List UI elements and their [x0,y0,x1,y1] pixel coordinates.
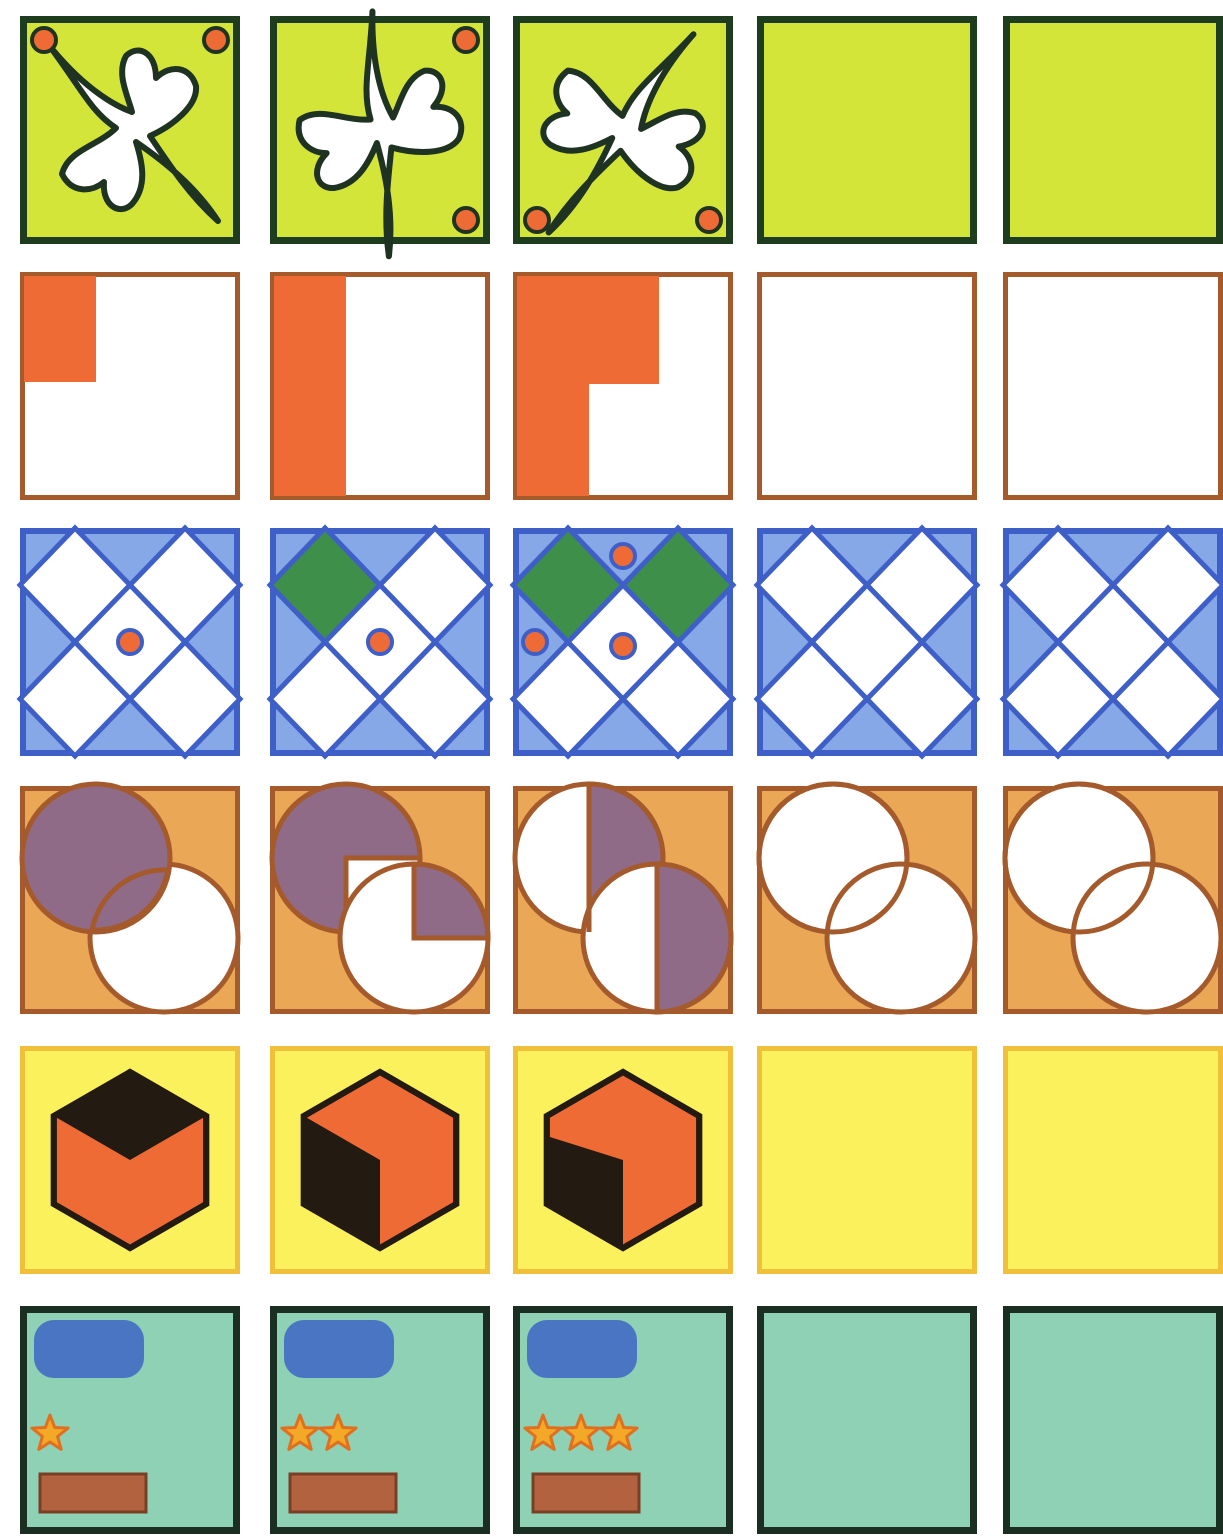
corner-dot-icon [454,208,478,232]
tile-frame [1007,1310,1220,1531]
sequence-tile [513,786,733,1014]
corner-dot-icon [697,208,721,232]
sequence-tile [513,528,733,756]
blue-pill [527,1320,637,1378]
tile-frame [760,275,975,498]
answer-tile[interactable] [757,1046,977,1274]
dot-icon [611,634,635,658]
sequence-tile [20,786,240,1014]
corner-dot-icon [204,28,228,52]
tile-frame [1006,275,1221,498]
sequence-tile [20,272,240,500]
sequence-tile [270,786,490,1014]
answer-tile[interactable] [757,786,977,1014]
tile-frame [761,1310,974,1531]
answer-tile[interactable] [1003,1306,1223,1534]
tile-frame [1007,20,1220,241]
orange-fill [274,276,346,496]
tile-frame [761,20,974,241]
sequence-tile [270,528,490,756]
orange-fill [24,276,96,382]
brown-bar [290,1474,396,1512]
sequence-tile [513,1046,733,1274]
answer-tile[interactable] [757,272,977,500]
answer-tile[interactable] [757,16,977,244]
answer-tile[interactable] [1003,786,1223,1014]
dot-icon [118,630,142,654]
sequence-tile [20,16,240,244]
answer-tile[interactable] [1003,16,1223,244]
dot-icon [523,630,547,654]
sequence-tile [20,528,240,756]
sequence-tile [513,272,733,500]
corner-dot-icon [525,208,549,232]
sequence-tile [270,1306,490,1534]
tile-frame [1006,1049,1221,1272]
answer-tile[interactable] [1003,528,1223,756]
sequence-tile [270,16,490,244]
sequence-tile [513,16,733,244]
answer-tile[interactable] [757,528,977,756]
dot-icon [611,544,635,568]
blue-pill [34,1320,144,1378]
corner-dot-icon [32,28,56,52]
brown-bar [40,1474,146,1512]
blue-pill [284,1320,394,1378]
corner-dot-icon [454,28,478,52]
brown-bar [533,1474,639,1512]
sequence-tile [513,1306,733,1534]
sequence-tile [20,1046,240,1274]
sequence-tile [270,1046,490,1274]
sequence-tile [20,1306,240,1534]
answer-tile[interactable] [757,1306,977,1534]
answer-tile[interactable] [1003,1046,1223,1274]
sequence-tile [270,272,490,500]
answer-tile[interactable] [1003,272,1223,500]
tile-frame [760,1049,975,1272]
dot-icon [368,630,392,654]
